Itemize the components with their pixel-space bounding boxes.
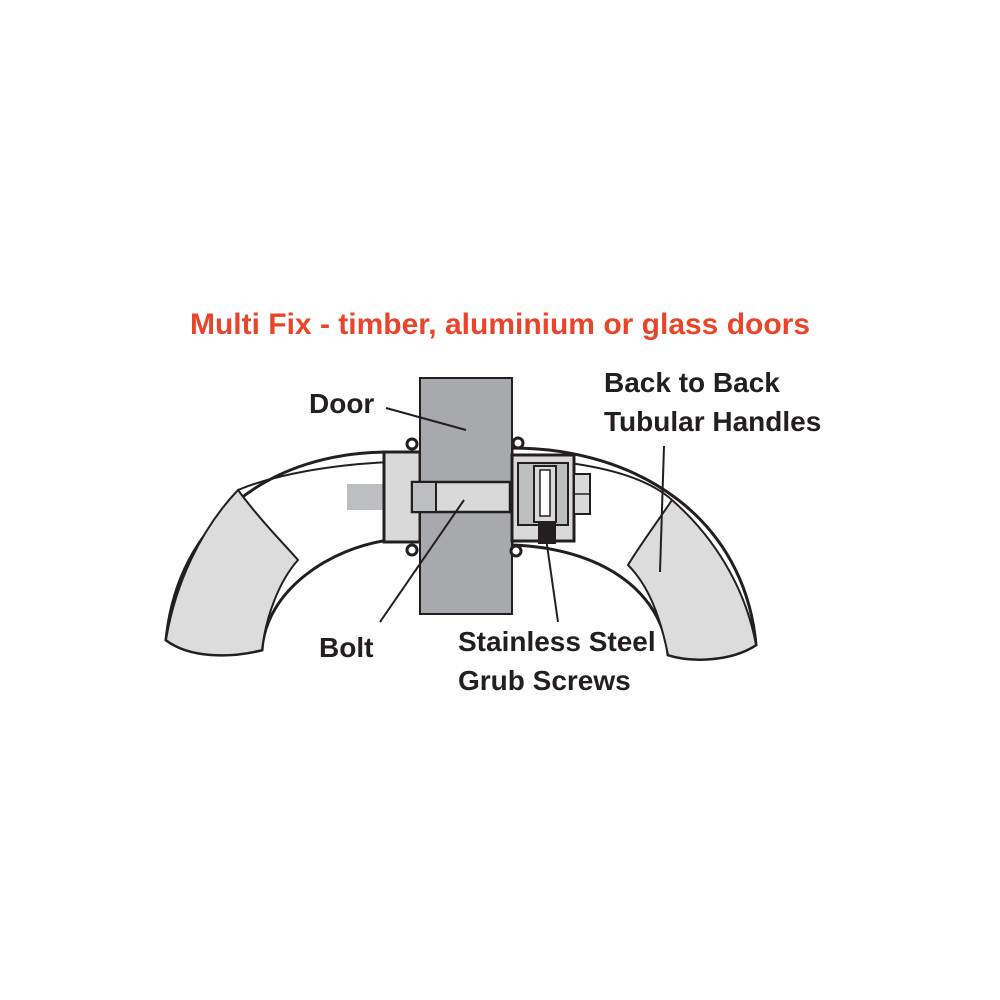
diagram-title: Multi Fix - timber, aluminium or glass d… (190, 308, 810, 341)
label-screws-line2: Grub Screws (458, 665, 631, 696)
label-handles-line1: Back to Back (604, 367, 780, 398)
fixing-screw-icon (509, 544, 523, 558)
right-fitting (510, 453, 591, 544)
label-door: Door (309, 388, 374, 419)
leader-lines (379, 407, 665, 623)
bolt (410, 480, 512, 514)
label-bolt: Bolt (319, 632, 373, 663)
left-handle (164, 450, 391, 657)
fixing-screws (405, 436, 525, 558)
fixing-screw-icon (511, 436, 525, 450)
label-screws-line1: Stainless Steel (458, 626, 656, 657)
handles-leader-line (659, 445, 665, 573)
bolt-head (411, 481, 437, 513)
door-leader-line (385, 407, 467, 431)
bolt-leader-line (379, 499, 465, 623)
label-handles-line2: Tubular Handles (604, 406, 821, 437)
fixing-screw-icon (405, 437, 419, 451)
fixing-screw-icon (405, 543, 419, 557)
grub-screw (538, 522, 556, 544)
left-handle-grip (164, 488, 300, 657)
right-handle-grip (626, 498, 758, 661)
left-handle-inner-line (237, 461, 390, 491)
grub-screw-slot (539, 469, 551, 517)
grub-screws-leader-line (545, 537, 559, 623)
